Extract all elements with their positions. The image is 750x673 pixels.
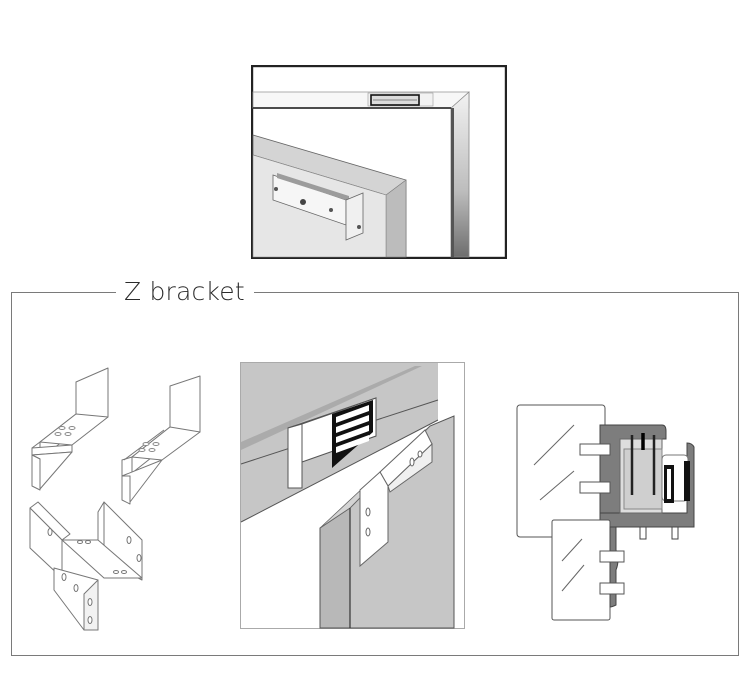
section-frame — [11, 292, 739, 656]
lock-cross-section-diagram — [512, 395, 702, 623]
section-title: Z bracket — [124, 277, 245, 306]
frame-top-line-right — [254, 292, 739, 293]
z-bracket-drawings — [24, 362, 210, 634]
lock-installation-illustration — [240, 362, 465, 629]
frame-top-line-left — [11, 292, 116, 293]
door-frame-illustration — [251, 65, 507, 259]
